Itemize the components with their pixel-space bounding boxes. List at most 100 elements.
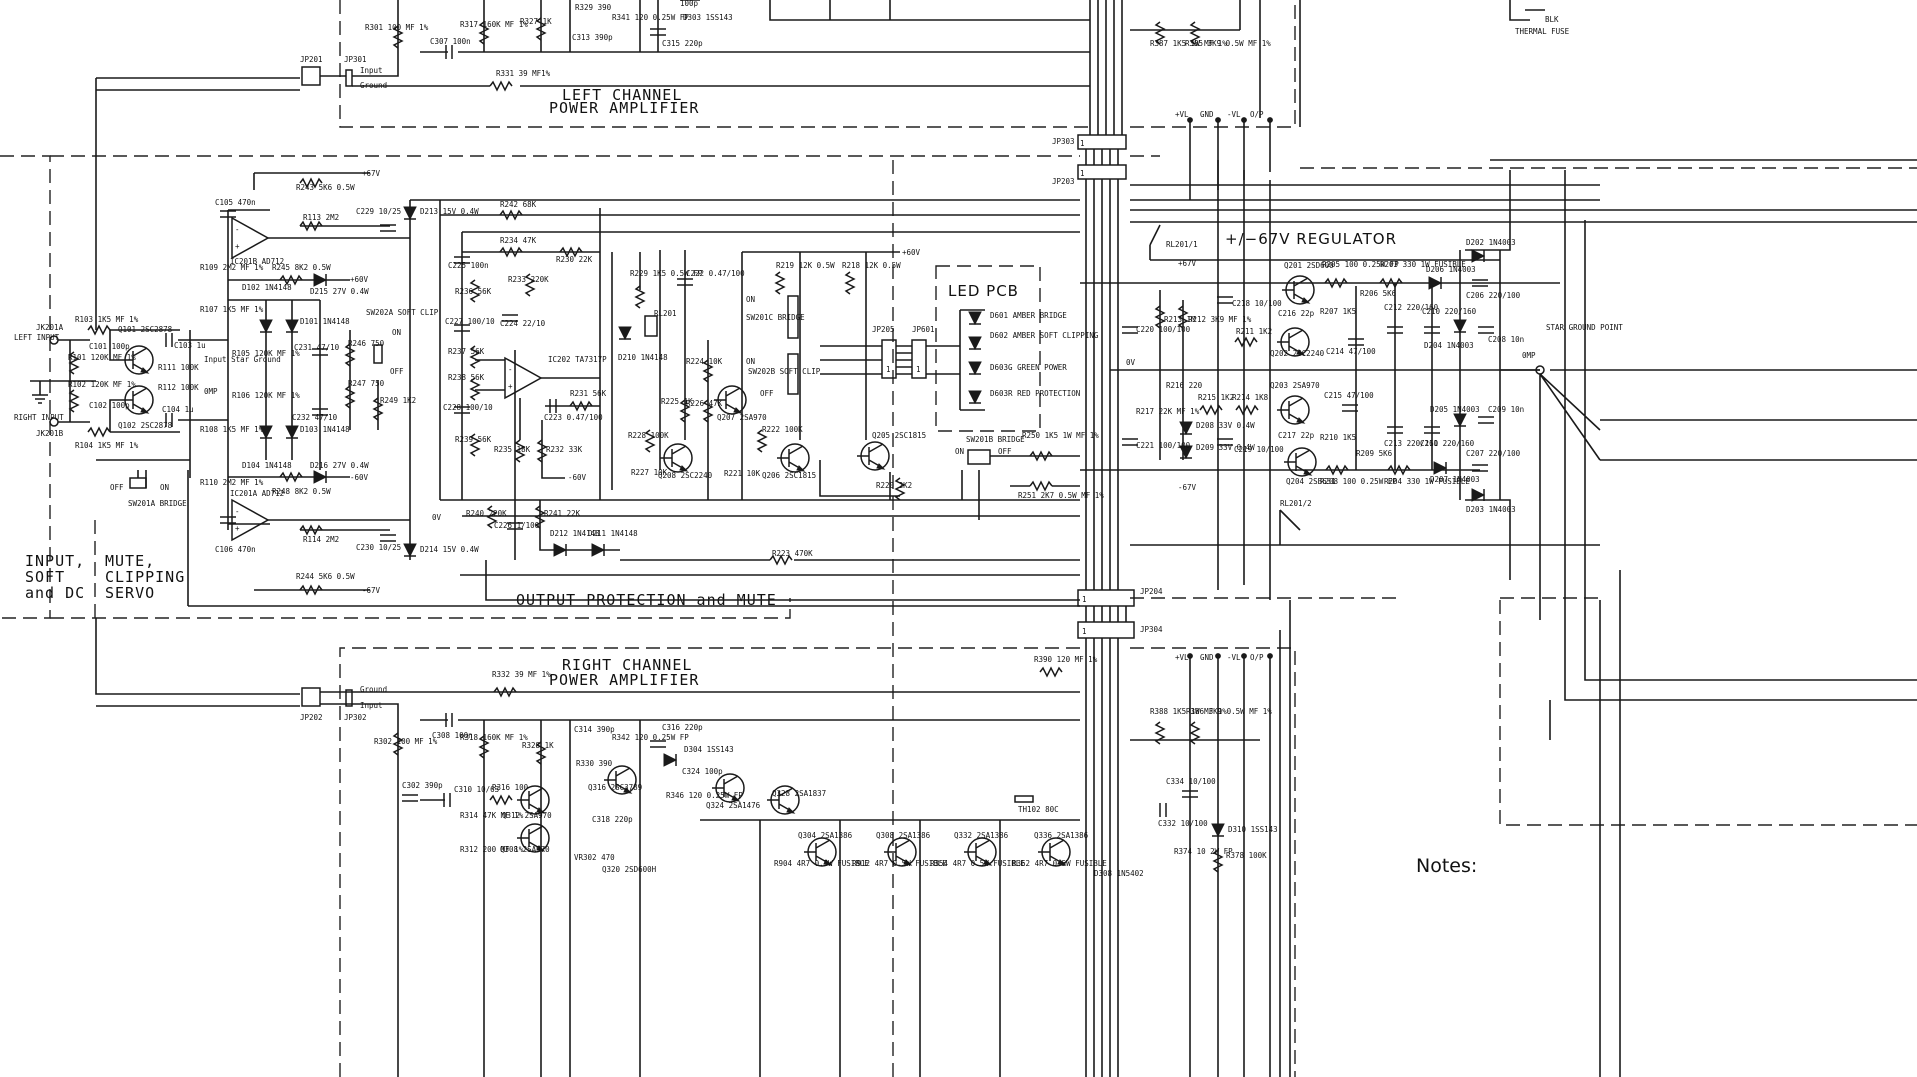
d304: D304 1SS143 [684, 745, 734, 754]
sw201a-switch [129, 477, 147, 489]
right-amp-title-1: RIGHT CHANNEL [562, 656, 692, 674]
d208: D208 33V 0.4W [1196, 421, 1255, 430]
r213: R213 1M [1164, 315, 1196, 324]
jp201-connector [301, 66, 321, 86]
sw201a-off: OFF [110, 483, 124, 492]
input-title-3: and DC [25, 584, 85, 602]
c218: C218 10/100 [1232, 299, 1282, 308]
d211: D211 1N4148 [588, 529, 638, 538]
jk201b-label: JK201B [36, 429, 64, 438]
q208: Q208 2SC2240 [658, 471, 713, 480]
c310: C310 10/63 [454, 785, 499, 794]
d209: D209 33V 0.4W [1196, 443, 1255, 452]
r329: R329 390 [575, 3, 612, 12]
thermal-fuse-label: THERMAL FUSE [1515, 27, 1570, 36]
c315: C315 220p [662, 39, 703, 48]
r107: R107 1K5 MF 1% [200, 305, 264, 314]
svg-text:1: 1 [1082, 595, 1087, 604]
r206: R206 5K6 [1360, 289, 1397, 298]
input-circuit: JK201A JK201B LEFT INPUT RIGHT INPUT R10… [14, 315, 281, 508]
sw202b-switch [787, 353, 799, 395]
jp204-jp304-block: 1 JP204 1 JP304 [1077, 587, 1163, 1077]
right-amp-border [339, 647, 1296, 1077]
sw201c-switch [787, 295, 799, 339]
r302: R302 100 MF 1% [374, 737, 438, 746]
jp201-label: JP201 [300, 55, 323, 64]
right-amp-title-2: POWER AMPLIFIER [549, 671, 699, 689]
th102-label: TH102 80C [1018, 805, 1059, 814]
jp205-label: JP205 [872, 325, 895, 334]
protection-border [50, 155, 1600, 619]
c104: C104 1u [162, 405, 194, 414]
regulator-title: +/−67V REGULATOR [1225, 230, 1397, 248]
r240: R240 220K [466, 509, 507, 518]
q908: Q308 2SA1386 [876, 831, 931, 840]
led-pcb-border [935, 265, 1041, 432]
d212: D212 1N4148 [550, 529, 600, 538]
c332: C332 10/100 [1158, 819, 1208, 828]
r388: R388 1K5 1W MF 1% [1150, 707, 1227, 716]
left-amp-border [339, 0, 1296, 128]
d206: D206 1N4003 [1426, 265, 1476, 274]
c224: C224 22/10 [500, 319, 546, 328]
jp303-jp203-block: 1 JP303 1 JP203 [1052, 134, 1127, 590]
d310: D310 1SS143 [1228, 825, 1278, 834]
rl201-coil [644, 315, 658, 337]
r386: R386 3K9 0.5W MF 1% [1186, 707, 1272, 716]
c334: C334 10/100 [1166, 777, 1216, 786]
r227: R227 10K [631, 468, 668, 477]
r223: R223 470K [772, 549, 813, 558]
jp302-ground-label: Ground [360, 685, 387, 694]
r228: R228 100K [628, 431, 669, 440]
r332: R332 39 MF 1% [492, 670, 551, 679]
r113: R113 2M2 [303, 213, 339, 222]
m60-servo: -60V [350, 473, 369, 482]
r212: R212 3K9 MF 1% [1188, 315, 1252, 324]
jp204-label: JP204 [1140, 587, 1163, 596]
jp301-connector [345, 69, 353, 87]
c217: C217 22p [1278, 431, 1315, 440]
c227: C227 100/10 [445, 317, 495, 326]
r114: R114 2M2 [303, 535, 339, 544]
c228: C228 100/10 [443, 403, 493, 412]
r354: R354 4R7 0.5W FUSIBLE [930, 859, 1025, 868]
q336: Q336 2SA1386 [1034, 831, 1089, 840]
svg-text:1: 1 [1082, 627, 1087, 636]
r111: R111 100K [158, 363, 199, 372]
r241: R241 22K [544, 509, 581, 518]
r109: R109 2M2 MF 1% [200, 263, 264, 272]
rl201-label: RL201 [654, 309, 677, 318]
svg-text:1: 1 [916, 365, 921, 374]
r318: R318 160K MF 1% [460, 733, 528, 742]
jk201a-label: JK201A [36, 323, 64, 332]
r233: R233 220K [508, 275, 549, 284]
input-star-ground-label: Input Star Ground [204, 355, 281, 364]
jp304-label: JP304 [1140, 625, 1163, 634]
c106: C106 470n [215, 545, 256, 554]
jp203-label: JP203 [1052, 177, 1075, 186]
sw202a-switch [373, 344, 383, 364]
r250: R250 1K5 1W MF 1% [1022, 431, 1099, 440]
c-100p: 100p [680, 0, 699, 8]
r106: R106 120K MF 1% [232, 391, 300, 400]
sw202b-off: OFF [760, 389, 774, 398]
r327: R327 1K [520, 17, 552, 26]
d207: D207 1N4003 [1430, 475, 1480, 484]
q904: Q304 2SA1386 [798, 831, 853, 840]
r244: R244 5K6 0.5W [296, 572, 355, 581]
zero-v-label: 0V [432, 513, 442, 522]
q328: Q328 2SA1837 [772, 789, 826, 798]
jp304-connector [1077, 621, 1135, 639]
c232: C232 47/10 [292, 413, 338, 422]
c219: C219 10/100 [1234, 445, 1284, 454]
c221: C221 100/100 [1136, 441, 1191, 450]
r242: R242 68K [500, 200, 537, 209]
c213: C213 220/160 [1384, 439, 1439, 448]
c324: C324 100p [682, 767, 723, 776]
r216: R216 220 [1166, 381, 1203, 390]
omp-label: 0MP [1522, 351, 1536, 360]
r314: R314 47K MF 1% [460, 811, 524, 820]
left-gnd-label: GND [1200, 110, 1214, 119]
jp601-label: JP601 [912, 325, 935, 334]
r249: R249 1K2 [380, 396, 416, 405]
